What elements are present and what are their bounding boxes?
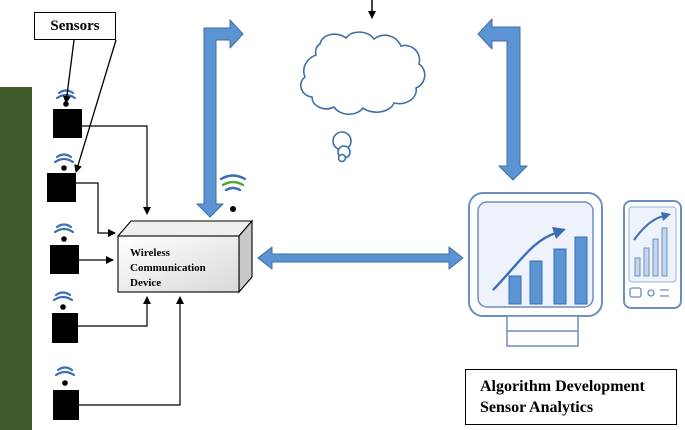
wireless-sensor-icon xyxy=(52,291,74,302)
sensors-label: Sensors xyxy=(50,17,100,34)
wireless-sensor-icon xyxy=(54,366,76,377)
sensor-connector xyxy=(76,182,116,237)
green-wall-bar xyxy=(0,87,32,430)
sensor-connector xyxy=(82,125,151,215)
sensor-block xyxy=(53,390,79,420)
wifi-icon xyxy=(219,174,247,192)
device-label-line1: Wireless xyxy=(130,247,170,259)
analytics-monitor-icon xyxy=(468,192,603,347)
bidirectional-arrow xyxy=(257,246,464,270)
sensor-4 xyxy=(52,291,78,343)
sensor-2 xyxy=(47,153,76,202)
sensor-connector xyxy=(79,296,184,406)
device-label-line2: Communication xyxy=(130,262,206,274)
device-label-line3: Device xyxy=(130,277,162,289)
sensor-connector xyxy=(78,296,151,327)
wireless-sensor-icon xyxy=(55,89,77,100)
sensor-block xyxy=(52,313,78,343)
device-label: Wireless Communication Device xyxy=(130,246,206,291)
label-arrow xyxy=(74,39,117,173)
wireless-communication-device xyxy=(116,219,254,294)
bar-graph-icon xyxy=(508,236,588,305)
label-arrow xyxy=(62,39,75,104)
sensor-5 xyxy=(53,366,79,420)
downlink-arrow xyxy=(477,18,528,181)
smartphone-icon xyxy=(623,200,682,309)
analytics-label-box: Algorithm Development Sensor Analytics xyxy=(465,369,677,425)
wireless-sensor-icon xyxy=(53,223,75,234)
sensor-block xyxy=(47,173,76,202)
trend-arrow-icon xyxy=(492,231,557,291)
analytics-label-line2: Sensor Analytics xyxy=(480,399,594,416)
wireless-sensor-icon xyxy=(53,153,75,164)
analytics-label-line1: Algorithm Development xyxy=(480,378,645,395)
uplink-arrow xyxy=(196,19,244,218)
sensors-label-box: Sensors xyxy=(34,12,116,40)
sensor-3 xyxy=(50,223,79,274)
sensor-block xyxy=(53,109,82,138)
sensor-block xyxy=(50,245,79,274)
cloud-icon xyxy=(300,31,426,163)
sensor-1 xyxy=(53,89,82,138)
